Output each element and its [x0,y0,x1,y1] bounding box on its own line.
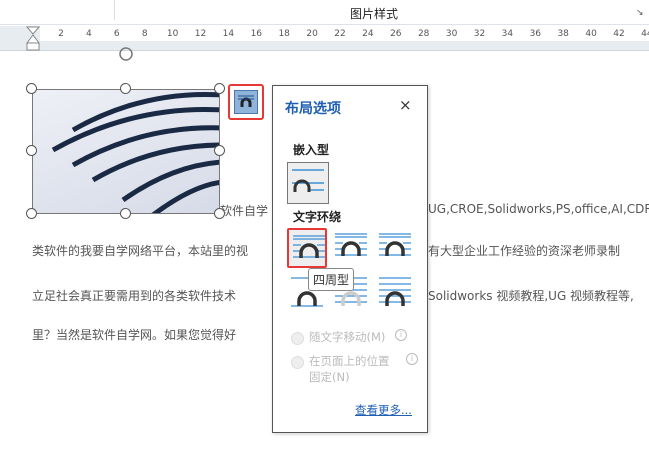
ruler-tick: 10 [166,29,179,39]
move-with-text-label: 随文字移动(M) [309,330,386,344]
document-text: 软件自学 [220,204,269,218]
divider [114,0,115,20]
ruler-tick: 44 [641,29,649,39]
wrap-inline-option[interactable] [287,162,329,204]
see-more-link[interactable]: 查看更多... [355,403,412,417]
layout-options-panel: 布局选项 × 嵌入型 文字环绕 随文字移动(M) i 在页面上的位置 固定(N)… [272,85,428,433]
ruler-tick: 6 [113,29,120,39]
document-text: 有大型企业工作经验的资深老师录制 [428,244,621,258]
resize-handle[interactable] [120,83,131,94]
wrap-square-icon [293,235,325,258]
indent-marker-icon[interactable] [25,26,41,52]
resize-handle[interactable] [120,208,131,219]
ruler-tick: 34 [501,29,514,39]
resize-handle[interactable] [26,208,37,219]
dialog-launcher-icon[interactable]: ↘ [636,8,644,18]
ruler-tick: 30 [445,29,458,39]
layout-options-button[interactable] [228,84,264,120]
wrap-square-option[interactable] [287,228,327,268]
ruler-tick: 16 [250,29,263,39]
ribbon-bar: 图片样式 ↘ [0,0,649,25]
wrap-section-label: 文字环绕 [293,210,342,224]
resize-handle[interactable] [214,83,225,94]
ruler-tick: 14 [222,29,235,39]
ruler-tick: 18 [278,29,290,39]
wrap-in-front-of-text-option[interactable] [375,272,415,312]
fix-position-label-2: 固定(N) [309,370,350,384]
resize-handle[interactable] [26,83,37,94]
inline-icon [292,169,324,192]
fix-position-radio[interactable] [291,356,304,369]
document-text: Solidworks 视频教程,UG 视频教程等, [428,289,634,303]
wrap-tight-option[interactable] [331,228,371,268]
ruler-tick: 8 [141,29,148,39]
tooltip: 四周型 [308,268,355,291]
ruler-tick: 2 [58,29,64,39]
wrap-through-icon [379,233,411,256]
inline-section-label: 嵌入型 [293,143,330,157]
ruler-tick: 38 [557,29,569,39]
wrap-in-front-of-text-icon [379,277,411,306]
close-icon[interactable]: × [399,96,412,114]
ruler-tick: 22 [334,29,346,39]
document-text: 立足社会真正要需用到的各类软件技术 [32,289,237,303]
wrap-tight-icon [335,233,367,256]
document-text: 类软件的我要自学网络平台，本站里的视 [32,244,249,258]
resize-handle[interactable] [214,145,225,156]
horizontal-ruler[interactable]: 2468101214161820222426283032343638404244 [0,26,649,51]
ruler-tick: 12 [194,29,207,39]
panel-title: 布局选项 [285,101,341,117]
ruler-tick: 26 [390,29,402,39]
info-icon[interactable]: i [406,353,418,365]
picture-styles-group-title: 图片样式 [350,7,399,21]
ruler-tick: 32 [473,29,486,39]
resize-handle[interactable] [214,208,225,219]
ruler-tick: 28 [417,29,430,39]
wrap-through-option[interactable] [375,228,415,268]
ruler-tick: 40 [585,29,597,39]
info-icon[interactable]: i [395,329,407,341]
image-curves [51,91,219,213]
document-text: 里？当然是软件自学网。如果您觉得好 [32,328,237,342]
fix-position-label: 在页面上的位置 [309,354,390,368]
ruler-tick: 24 [362,29,374,39]
resize-handle[interactable] [26,145,37,156]
document-text: UG,CROE,Solidworks,PS,office,AI,CDR, [428,202,649,216]
selected-image[interactable] [32,89,220,214]
ruler-tick: 20 [306,29,318,39]
ruler-tick: 36 [529,29,542,39]
rotate-handle-icon[interactable] [116,46,136,66]
layout-options-icon [234,90,258,114]
ruler-tick: 42 [613,29,625,39]
ruler-tick: 4 [86,29,92,39]
move-with-text-radio[interactable] [291,332,304,345]
